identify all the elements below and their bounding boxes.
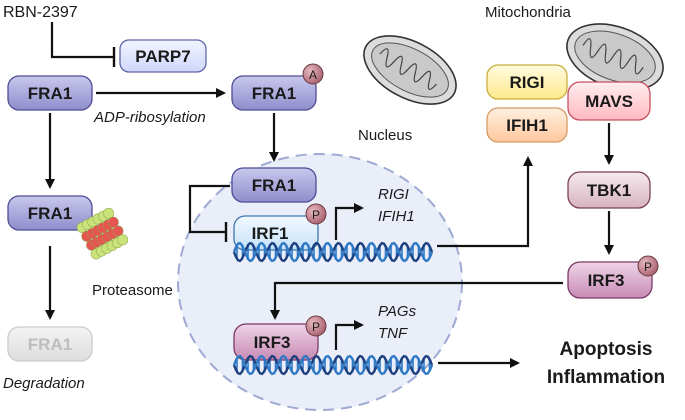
acetyl-badge-label: A <box>309 68 317 82</box>
dna-strand <box>232 354 434 376</box>
phospho-badge <box>305 203 327 225</box>
transcription-arrow <box>334 203 364 240</box>
ifih1-box <box>486 107 568 143</box>
mavs-label: MAVS <box>585 92 633 111</box>
acetyl-badge <box>302 63 324 85</box>
irf3-cyto-box <box>567 261 653 299</box>
tnf-gene-label: TNF <box>378 325 408 342</box>
proteasome-subunit <box>117 234 129 246</box>
phospho-badge <box>637 255 659 277</box>
tbk1-box <box>567 171 651 209</box>
parp7-label: PARP7 <box>135 47 190 66</box>
phospho-badge-label: P <box>312 320 320 334</box>
phospho-badge-label: P <box>312 208 320 222</box>
rigi-gene-label: RIGI <box>378 186 409 203</box>
apoptosis-label: Apoptosis <box>560 339 653 360</box>
mavs-box <box>567 81 651 121</box>
tbk1-label: TBK1 <box>587 181 631 200</box>
arrow-to-rigi <box>437 156 533 248</box>
fra1-degraded-box <box>7 326 93 362</box>
transcription-arrow <box>334 320 364 350</box>
fra1-modified-box <box>231 75 317 111</box>
rigi-label: RIGI <box>510 73 545 92</box>
degradation-label: Degradation <box>3 375 85 392</box>
fra1-left-box <box>7 195 93 231</box>
fra1-nucleus-box <box>231 167 317 203</box>
mitochondria-label: Mitochondria <box>485 4 572 21</box>
fra1-start-label: FRA1 <box>28 84 72 103</box>
irf3-nucleus-label: IRF3 <box>254 333 291 352</box>
pags-gene-label: PAGs <box>378 303 417 320</box>
proteasome-icon <box>76 207 129 260</box>
rigi-box <box>486 64 568 100</box>
phospho-badge <box>305 315 327 337</box>
fra1-left-label: FRA1 <box>28 204 72 223</box>
parp7-box <box>119 39 207 73</box>
fra1-inhibits-irf1-line <box>188 184 230 234</box>
inflammation-label: Inflammation <box>547 367 665 388</box>
dna-helix <box>232 241 434 263</box>
ifih1-gene-label: IFIH1 <box>378 208 415 225</box>
fra1-nucleus-label: FRA1 <box>252 176 296 195</box>
phospho-badge-label: P <box>644 260 652 274</box>
proteasome-label: Proteasome <box>92 282 173 299</box>
arrow-irf3-to-nucleus <box>270 281 563 320</box>
mitochondrion-icon <box>566 23 664 91</box>
nucleus-label: Nucleus <box>358 127 412 144</box>
dna-helix <box>232 354 434 376</box>
inhibition-line <box>50 22 114 59</box>
fra1-degraded-label: FRA1 <box>28 335 72 354</box>
fra1-modified-label: FRA1 <box>252 84 296 103</box>
mitochondrion-icon <box>363 35 457 105</box>
fra1-start-box <box>7 75 93 111</box>
ifih1-label: IFIH1 <box>506 116 548 135</box>
irf1-label: IRF1 <box>252 224 289 243</box>
dna-strand <box>232 241 434 263</box>
drug-label: RBN-2397 <box>3 4 78 21</box>
adp-label: ADP-ribosylation <box>93 109 206 126</box>
irf3-cyto-label: IRF3 <box>588 271 625 290</box>
